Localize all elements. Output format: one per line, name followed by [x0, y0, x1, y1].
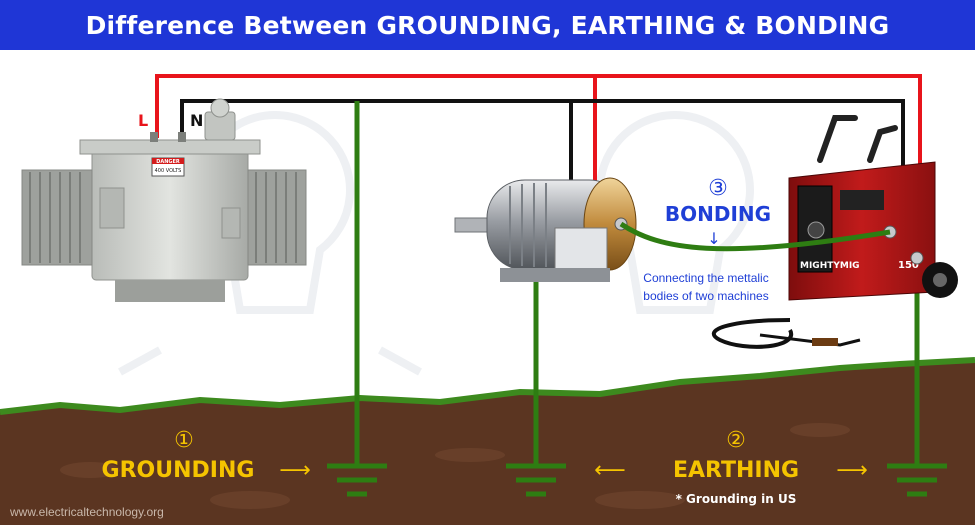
- bonding-caption-line1: Connecting the mettalic: [643, 271, 768, 285]
- transformer-danger-tag: DANGER: [156, 159, 180, 165]
- footer-url: www.electricaltechnology.org: [9, 505, 164, 519]
- earth-electrode-motor: [506, 463, 566, 497]
- earth-electrode-grounding: [327, 463, 387, 497]
- welder-brand: MIGHTYMIG: [800, 261, 860, 271]
- transformer: DANGER 400 VOLTS: [21, 98, 307, 302]
- line-label: L: [138, 111, 148, 130]
- grounding-arrow-icon: ⟶: [279, 458, 311, 483]
- neutral-wire: [180, 99, 905, 188]
- page-title: Difference Between GROUNDING, EARTHING &…: [85, 10, 890, 40]
- diagram-scene: DANGER 400 VOLTS L N MIGHTYMIG 150: [0, 74, 975, 525]
- bonding-wire: [619, 221, 891, 252]
- welder-model: 150: [898, 260, 919, 271]
- bonding-number: ③: [708, 176, 728, 201]
- bonding-arrow-icon: ↓: [707, 229, 720, 248]
- soil: [0, 360, 975, 525]
- bonding-label: BONDING: [665, 202, 771, 226]
- soil-texture: [60, 423, 850, 509]
- title-bar: Difference Between GROUNDING, EARTHING &…: [0, 0, 975, 50]
- earthing-right-arrow-icon: ⟶: [836, 458, 868, 483]
- earthing-label: EARTHING: [673, 458, 799, 483]
- line-wire: [155, 74, 922, 188]
- earthing-note: * Grounding in US: [676, 492, 797, 506]
- bonding-caption-line2: bodies of two machines: [643, 289, 768, 303]
- grounding-number: ①: [174, 428, 194, 453]
- earth-electrode-welder: [887, 463, 947, 497]
- neutral-label: N: [190, 111, 203, 130]
- grass-edge: [0, 357, 975, 415]
- earthing-number: ②: [726, 428, 746, 453]
- motor: [454, 177, 637, 282]
- transformer-volts-tag: 400 VOLTS: [155, 168, 182, 174]
- welder: MIGHTYMIG 150: [711, 115, 958, 349]
- earthing-left-arrow-icon: ⟵: [594, 458, 626, 483]
- grounding-label: GROUNDING: [102, 458, 255, 483]
